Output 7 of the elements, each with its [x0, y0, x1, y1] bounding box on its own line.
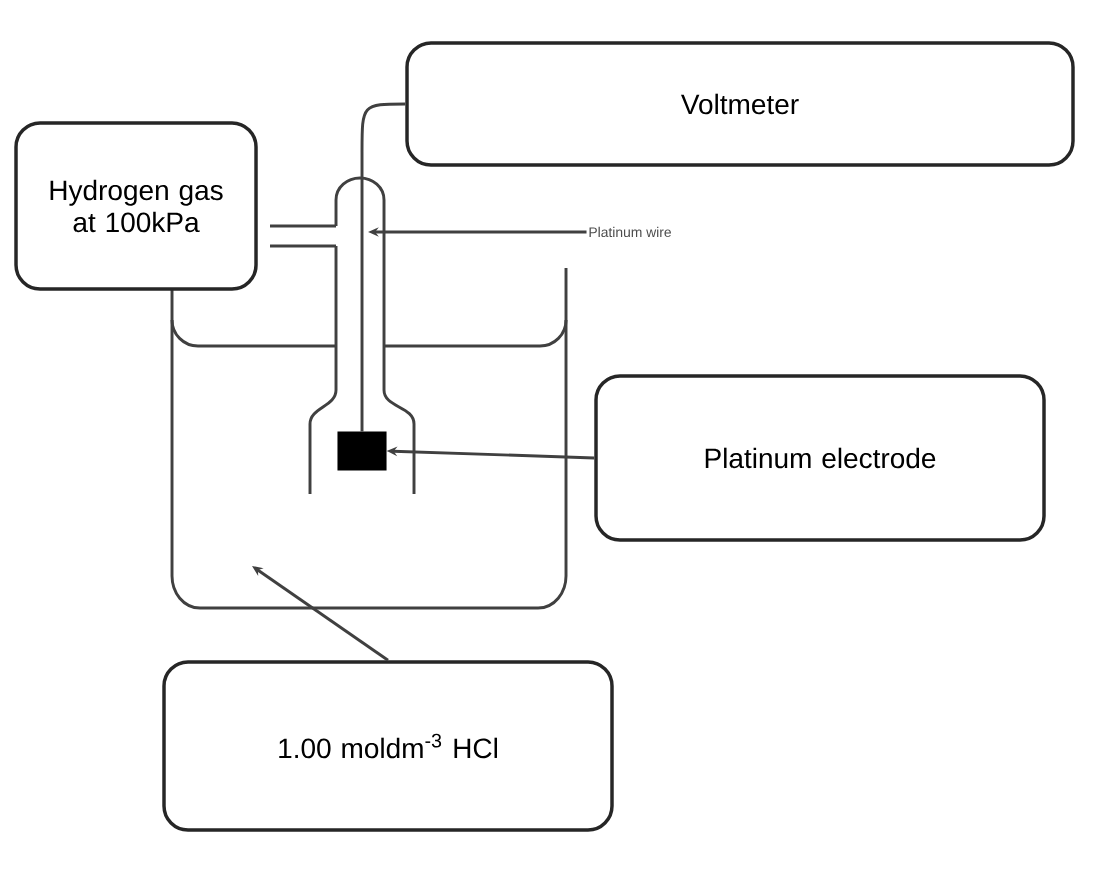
electrode-label-box: Platinum electrode — [594, 374, 1046, 542]
voltmeter-box: Voltmeter — [405, 41, 1075, 167]
leader-line — [252, 566, 389, 662]
solution-label-box: 1.00 moldm$^{-3}$ HCl — [162, 660, 614, 832]
gas-label-box: Hydrogen gas at 100kPa — [14, 121, 258, 291]
electrode-plate — [337, 431, 387, 471]
wire — [360, 102, 406, 432]
